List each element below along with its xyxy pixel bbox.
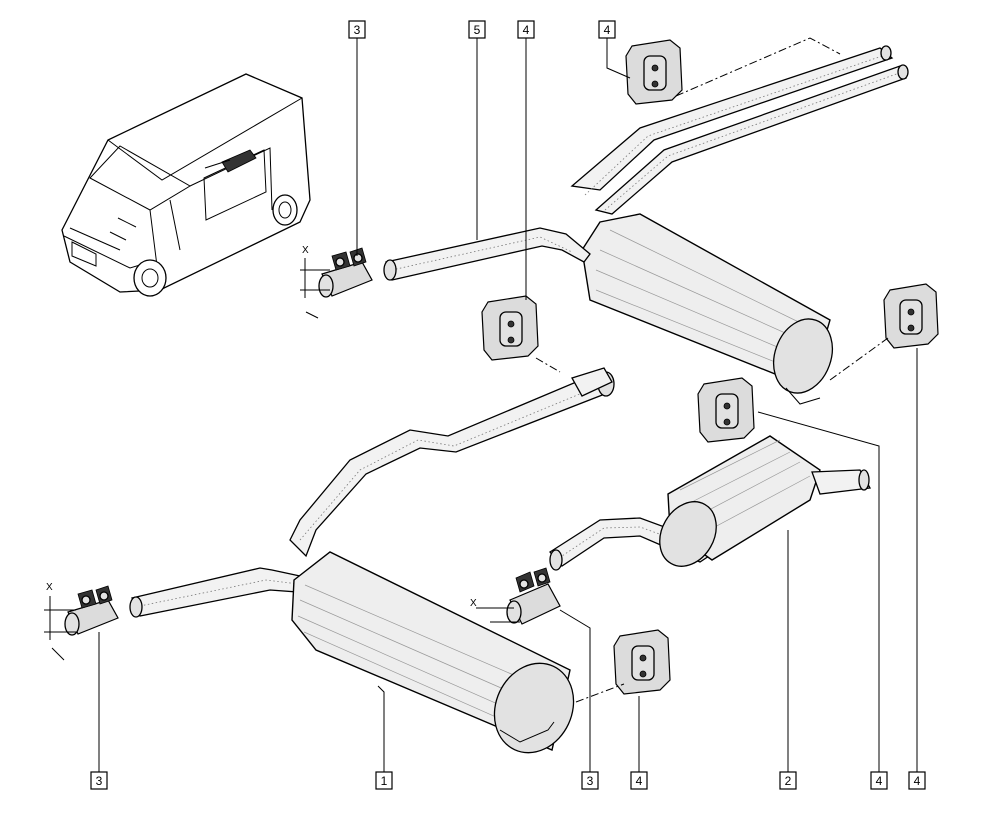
clamp-top: X	[300, 245, 373, 319]
svg-text:4: 4	[523, 23, 530, 37]
callout-box-2-bottom: 2	[779, 771, 797, 790]
rubber-mount-right	[883, 283, 939, 349]
callout-box-5-top: 5	[468, 20, 486, 39]
clamp-mid: X	[470, 567, 561, 625]
rubber-mount-top-right	[625, 39, 683, 105]
svg-text:3: 3	[354, 23, 361, 37]
svg-text:4: 4	[914, 774, 921, 788]
callout-box-4-top-a: 4	[517, 20, 535, 39]
svg-text:1: 1	[381, 774, 388, 788]
rear-silencer-top	[570, 45, 909, 405]
callout-box-4-bottom-b: 4	[870, 771, 888, 790]
callout-box-3-bottom-left: 3	[90, 771, 108, 790]
rubber-mount-center-right	[697, 377, 755, 443]
svg-text:2: 2	[785, 774, 792, 788]
clamp-left: X	[44, 582, 119, 661]
intermediate-pipe	[383, 227, 591, 281]
svg-text:4: 4	[604, 23, 611, 37]
svg-text:5: 5	[474, 23, 481, 37]
svg-text:3: 3	[587, 774, 594, 788]
svg-text:3: 3	[96, 774, 103, 788]
dimension-x-top: X	[302, 245, 309, 256]
callout-box-4-top-b: 4	[598, 20, 616, 39]
front-section	[129, 367, 615, 754]
callout-box-3-top: 3	[348, 20, 366, 39]
callout-box-3-bottom-mid: 3	[581, 771, 599, 790]
callout-box-1-bottom: 1	[375, 771, 393, 790]
callout-box-4-bottom-a: 4	[630, 771, 648, 790]
dimension-x-mid: X	[470, 598, 477, 609]
dimension-x-left: X	[46, 582, 53, 593]
van-exhaust-highlight	[221, 149, 257, 173]
svg-text:4: 4	[636, 774, 643, 788]
van-illustration	[61, 73, 311, 297]
rubber-mount-mid	[481, 295, 539, 361]
rubber-mount-bottom	[613, 629, 671, 695]
rear-silencer	[549, 435, 872, 571]
svg-text:4: 4	[876, 774, 883, 788]
callout-box-4-bottom-c: 4	[908, 771, 926, 790]
callout-leaders	[98, 38, 918, 772]
